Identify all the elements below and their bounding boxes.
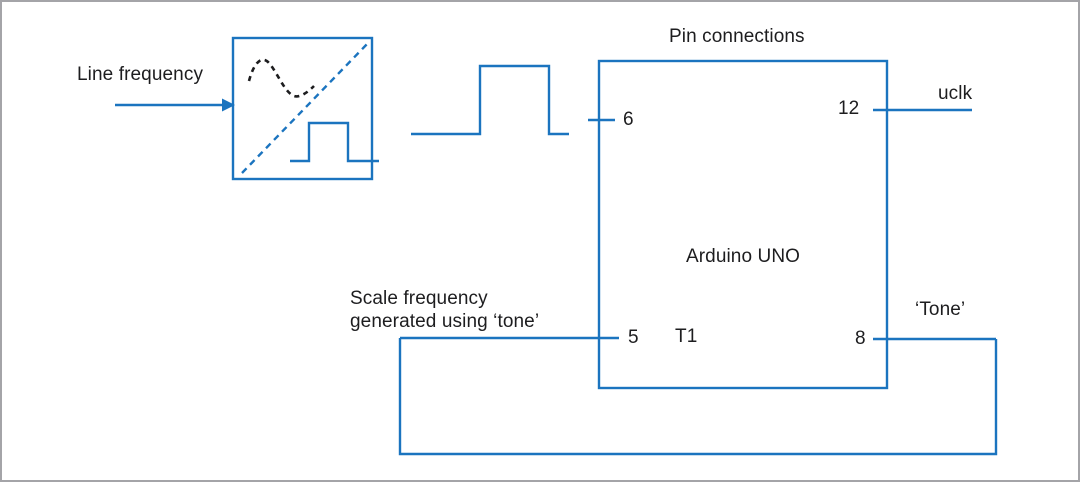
pin12-label: 12 bbox=[838, 98, 860, 119]
pin6-label: 6 bbox=[623, 109, 634, 130]
converter-box bbox=[231, 36, 374, 181]
scale-frequency-note: Scale frequency generated using ‘tone’ bbox=[350, 287, 539, 333]
line-frequency-label: Line frequency bbox=[77, 64, 204, 85]
input-pulse-waveform bbox=[411, 64, 569, 136]
tone-label: ‘Tone’ bbox=[915, 299, 966, 320]
uclk-label: uclk bbox=[938, 83, 973, 104]
scale-frequency-note-line2: generated using ‘tone’ bbox=[350, 311, 540, 332]
pin8-label: 8 bbox=[855, 328, 866, 349]
pin-connections-title: Pin connections bbox=[669, 26, 805, 47]
diagonal-ramp-icon bbox=[241, 41, 370, 174]
t1-label: T1 bbox=[675, 326, 698, 347]
arduino-box bbox=[597, 59, 889, 390]
tone-loop-wire bbox=[398, 338, 998, 456]
scale-frequency-note-line1: Scale frequency bbox=[350, 288, 488, 309]
pin5-label: 5 bbox=[628, 327, 639, 348]
converter-pulse-icon bbox=[290, 121, 379, 163]
line-frequency-arrow bbox=[115, 98, 235, 112]
arduino-uno-label: Arduino UNO bbox=[685, 246, 801, 267]
sine-wave-icon bbox=[247, 58, 315, 98]
